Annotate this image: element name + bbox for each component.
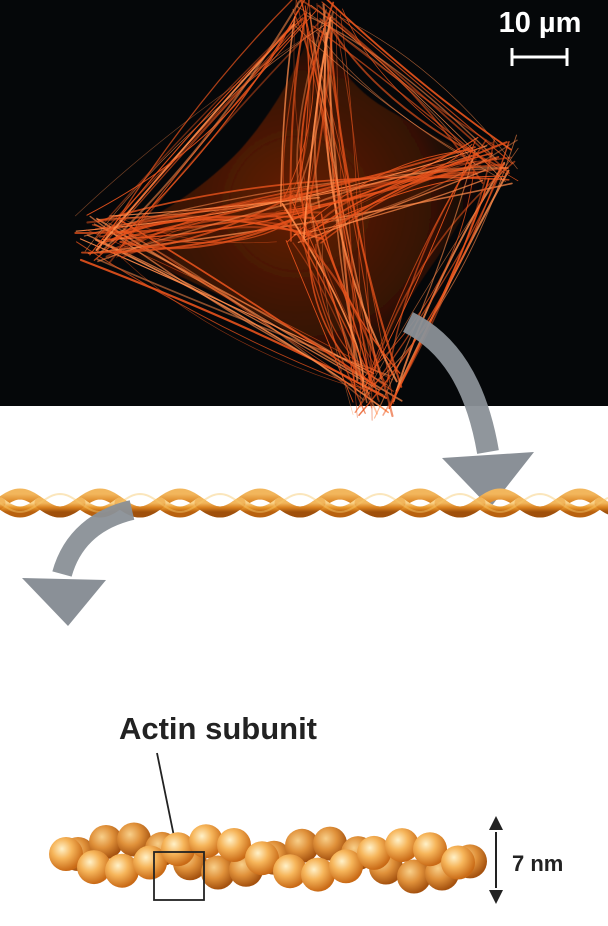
diameter-dimension: 7 nm	[489, 816, 563, 904]
arrow-head	[22, 578, 106, 626]
actin-filament	[0, 494, 608, 512]
actin-subunit-label: Actin subunit	[119, 711, 317, 746]
arrow-shaft	[62, 510, 132, 574]
arrow-filament-to-subunits	[22, 510, 132, 626]
filament-strand-back-segment	[600, 503, 608, 512]
filament-strand-back-segment	[200, 503, 240, 512]
actin-subunit-bead	[441, 846, 475, 880]
filament-strand-back-segment	[520, 503, 560, 512]
subunit-closeup: Actin subunit 7 nm	[49, 711, 563, 904]
filament-strand-back-segment	[40, 503, 80, 512]
dimension-arrow-up	[489, 816, 503, 830]
dimension-arrow-down	[489, 890, 503, 904]
scale-bar-label: 10 µm	[499, 7, 582, 39]
actin-subunit-chain	[49, 823, 487, 894]
filament-strand-back-segment	[280, 503, 320, 512]
filament-strand-back-segment	[360, 503, 400, 512]
micrograph-panel: 10 µm	[0, 0, 608, 420]
filament-strand-back-segment	[440, 503, 480, 512]
diameter-label: 7 nm	[512, 851, 563, 876]
